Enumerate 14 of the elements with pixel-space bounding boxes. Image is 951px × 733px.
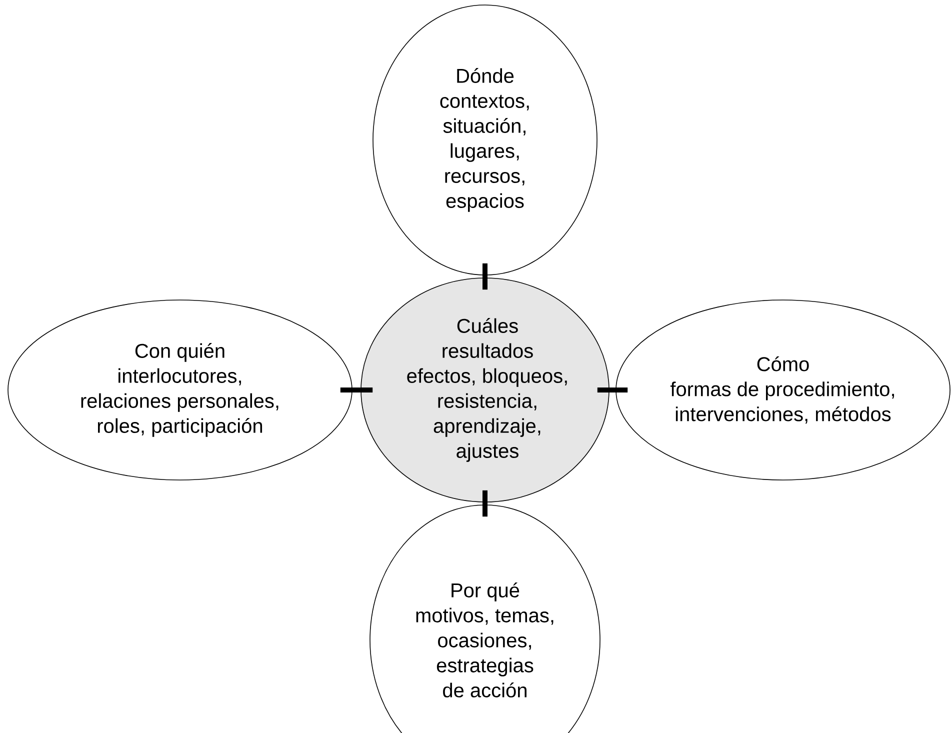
heading: Cuáles resultados (442, 318, 533, 358)
topic-ellipse (616, 300, 950, 480)
topic-ellipse (8, 300, 352, 480)
heading: Dónde (457, 68, 514, 83)
body-text: contextos, situación, lugares, recursos, espacios (440, 94, 529, 212)
heading: Con quién (135, 343, 224, 362)
topic-ellipse (372, 4, 598, 276)
body-text: interlocutores, relaciones personales, roles, participación (81, 368, 278, 437)
body-text: formas de procedimiento, intervenciones, métodos (670, 382, 894, 424)
heading: Cómo (757, 356, 809, 372)
topic-ellipse (360, 278, 610, 502)
body-text: efectos, bloqueos, resistencia, aprendizaje, ajustes (407, 368, 567, 462)
heading: Por qué (452, 582, 520, 602)
body-text: motivos, temas, ocasiones, estrategias de acción (416, 608, 554, 698)
